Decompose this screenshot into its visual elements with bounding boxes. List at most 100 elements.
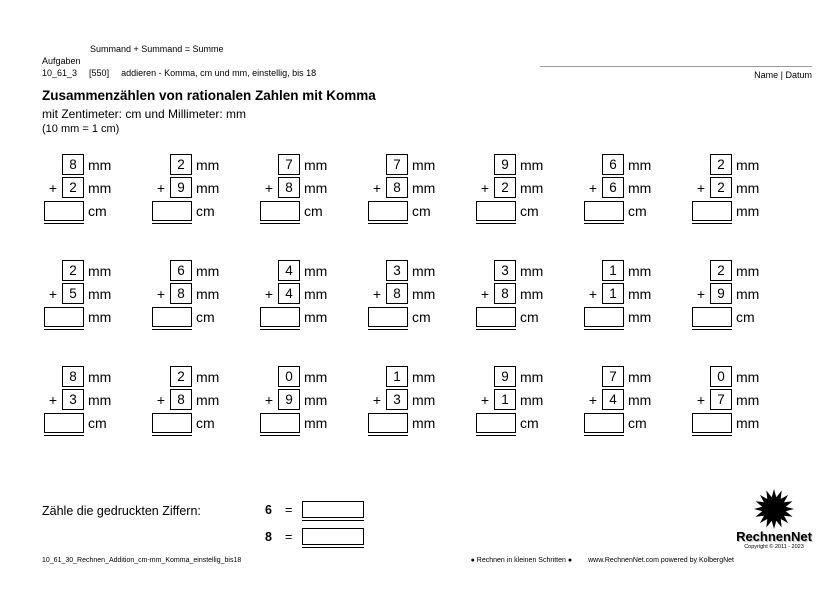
plus-sign: + <box>48 391 58 408</box>
addend-2-digit: 2 <box>501 180 509 195</box>
answer-box <box>584 306 624 330</box>
answer-box <box>584 412 624 436</box>
addend-1-digit: 6 <box>609 157 617 172</box>
sum-unit: mm <box>304 414 328 431</box>
addition-problem: 6 mm + 8 mm cm <box>152 259 260 330</box>
addend-1-line: 2 mm <box>692 153 800 176</box>
worksheet-description: addieren - Komma, cm und mm, einstellig,… <box>121 68 317 78</box>
addend-1-unit: mm <box>736 368 760 385</box>
addition-problem: 8 mm + 2 mm cm <box>44 153 152 224</box>
addend-1-line: 7 mm <box>260 153 368 176</box>
addend-1-unit: mm <box>520 368 544 385</box>
plus-sign: + <box>372 391 382 408</box>
addend-1-unit: mm <box>196 262 220 279</box>
answer-box <box>692 200 732 224</box>
sum-unit: mm <box>628 308 652 325</box>
addend-1-box: 8 <box>62 366 84 387</box>
answer-box <box>692 306 732 330</box>
addend-1-digit: 7 <box>393 157 401 172</box>
addend-1-line: 9 mm <box>476 153 584 176</box>
sum-unit: cm <box>196 202 215 219</box>
addend-2-digit: 8 <box>393 180 401 195</box>
addend-1-digit: 1 <box>393 369 401 384</box>
addend-1-box: 7 <box>386 154 408 175</box>
sum-unit: cm <box>88 202 107 219</box>
addend-2-box: 9 <box>170 177 192 198</box>
plus-sign: + <box>264 179 274 196</box>
addend-2-box: 8 <box>170 389 192 410</box>
addend-2-line: + 8 mm <box>368 282 476 305</box>
addend-2-line: + 6 mm <box>584 176 692 199</box>
addend-2-line: + 1 mm <box>584 282 692 305</box>
addition-problem: 4 mm + 4 mm mm <box>260 259 368 330</box>
addend-2-digit: 4 <box>609 392 617 407</box>
addend-2-line: + 7 mm <box>692 388 800 411</box>
sum-unit: cm <box>628 414 647 431</box>
worksheet-code: 10_61_3 <box>42 68 78 78</box>
sum-unit: cm <box>520 308 539 325</box>
addend-2-unit: mm <box>736 285 760 302</box>
addend-1-unit: mm <box>304 368 328 385</box>
addend-1-digit: 8 <box>69 157 77 172</box>
sum-line: cm <box>476 411 584 436</box>
sum-line: cm <box>44 199 152 224</box>
addend-2-line: + 3 mm <box>368 388 476 411</box>
plus-sign: + <box>480 391 490 408</box>
logo-name: RechnenNet <box>736 529 812 544</box>
addend-2-digit: 3 <box>69 392 77 407</box>
addend-1-unit: mm <box>196 156 220 173</box>
addend-2-unit: mm <box>412 391 436 408</box>
answer-box <box>476 306 516 330</box>
addend-1-line: 2 mm <box>692 259 800 282</box>
sum-unit: cm <box>412 308 431 325</box>
footer-filename: 10_61_30_Rechnen_Addition_cm-mm_Komma_ei… <box>42 557 242 564</box>
addend-1-line: 0 mm <box>692 365 800 388</box>
addend-2-box: 7 <box>710 389 732 410</box>
rechnennet-logo: RechnenNet Copyright © 2011 - 2023 <box>734 489 814 551</box>
addend-1-line: 4 mm <box>260 259 368 282</box>
addend-1-line: 2 mm <box>152 365 260 388</box>
sum-line: cm <box>476 199 584 224</box>
addend-1-digit: 0 <box>285 369 293 384</box>
addend-1-digit: 2 <box>177 369 185 384</box>
addition-problem: 9 mm + 2 mm cm <box>476 153 584 224</box>
sum-line: cm <box>476 305 584 330</box>
sum-line: cm <box>152 199 260 224</box>
addend-2-line: + 9 mm <box>260 388 368 411</box>
plus-sign: + <box>264 285 274 302</box>
addend-1-box: 8 <box>62 154 84 175</box>
addend-1-unit: mm <box>628 262 652 279</box>
addend-2-unit: mm <box>88 391 112 408</box>
addend-1-box: 1 <box>602 260 624 281</box>
addend-1-digit: 2 <box>717 157 725 172</box>
plus-sign: + <box>480 285 490 302</box>
addend-2-box: 8 <box>278 177 300 198</box>
answer-box <box>260 306 300 330</box>
addend-2-box: 4 <box>602 389 624 410</box>
sum-unit: mm <box>412 414 436 431</box>
addend-1-line: 8 mm <box>44 365 152 388</box>
sum-line: mm <box>368 411 476 436</box>
addition-problem: 2 mm + 9 mm cm <box>152 153 260 224</box>
addend-1-box: 9 <box>494 366 516 387</box>
addend-2-digit: 8 <box>501 286 509 301</box>
addend-2-box: 1 <box>602 283 624 304</box>
addend-1-digit: 1 <box>609 263 617 278</box>
addend-1-digit: 4 <box>285 263 293 278</box>
plus-sign: + <box>372 285 382 302</box>
addition-problem: 7 mm + 8 mm cm <box>368 153 476 224</box>
addend-2-line: + 2 mm <box>692 176 800 199</box>
sum-line: cm <box>152 411 260 436</box>
addend-2-line: + 8 mm <box>152 388 260 411</box>
sum-unit: mm <box>736 202 760 219</box>
addition-problem: 1 mm + 3 mm mm <box>368 365 476 436</box>
name-date-line <box>540 66 812 67</box>
addend-1-digit: 3 <box>393 263 401 278</box>
addend-1-digit: 2 <box>177 157 185 172</box>
addend-2-unit: mm <box>628 285 652 302</box>
answer-box <box>368 412 408 436</box>
addend-2-box: 9 <box>278 389 300 410</box>
addend-2-unit: mm <box>520 285 544 302</box>
addend-1-box: 2 <box>62 260 84 281</box>
footer-site: www.RechnenNet.com powered by KolbergNet <box>588 557 734 564</box>
